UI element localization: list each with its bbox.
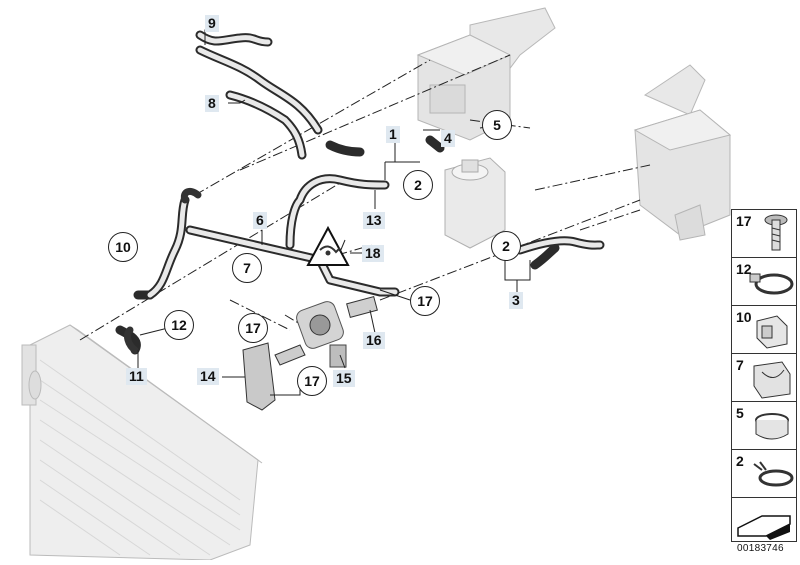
callout-2-upper: 2 <box>403 170 433 200</box>
legend-item-17: 17 <box>731 209 797 258</box>
legend-item-5: 5 <box>731 401 797 450</box>
charge-air-cooler-right <box>633 64 732 241</box>
callout-7: 7 <box>232 253 262 283</box>
label-1: 1 <box>386 126 400 143</box>
label-15: 15 <box>333 370 355 387</box>
spring-clamp-icon <box>753 461 794 487</box>
pump-bracket <box>242 342 306 411</box>
leader-lines <box>79 54 651 341</box>
bolt-icon <box>764 214 788 251</box>
callout-17-right: 17 <box>410 286 440 316</box>
legend-item-2: 2 <box>731 449 797 498</box>
callout-10: 10 <box>108 232 138 262</box>
legend-item-7: 7 <box>731 353 797 402</box>
charge-air-cooler-left <box>416 7 556 141</box>
label-16: 16 <box>363 332 385 349</box>
label-4: 4 <box>441 130 455 147</box>
label-3: 3 <box>509 292 523 309</box>
label-13: 13 <box>363 212 385 229</box>
label-11: 11 <box>126 368 147 385</box>
callout-2-lower: 2 <box>491 231 521 261</box>
hose-clamp-icon <box>749 273 794 295</box>
callout-5: 5 <box>482 110 512 140</box>
coolant-hoses <box>115 30 605 355</box>
electric-coolant-pump <box>296 301 347 368</box>
callout-12: 12 <box>164 310 194 340</box>
legend-item-10: 10 <box>731 305 797 354</box>
label-9: 9 <box>205 15 219 32</box>
arrow-direction-icon <box>737 515 791 540</box>
document-id: 00183746 <box>737 543 784 554</box>
label-18: 18 <box>362 245 384 262</box>
label-14: 14 <box>197 368 219 385</box>
expansion-tank <box>444 157 506 249</box>
saddle-clamp-icon <box>753 361 791 399</box>
callout-17-upper: 17 <box>238 313 268 343</box>
connector-part-16 <box>346 296 378 318</box>
callout-17-lower: 17 <box>297 366 327 396</box>
legend-item-12: 12 <box>731 257 797 306</box>
callout-lines <box>137 29 531 396</box>
warning-triangle-icon <box>306 225 350 266</box>
bracket-clip-icon <box>756 315 788 349</box>
parts-legend: 17 12 10 7 5 2 <box>731 209 797 542</box>
label-6: 6 <box>253 212 267 229</box>
radiator-illustration <box>21 324 263 561</box>
legend-item-arrow <box>731 497 797 542</box>
band-clamp-icon <box>755 413 789 440</box>
label-8: 8 <box>205 95 219 112</box>
